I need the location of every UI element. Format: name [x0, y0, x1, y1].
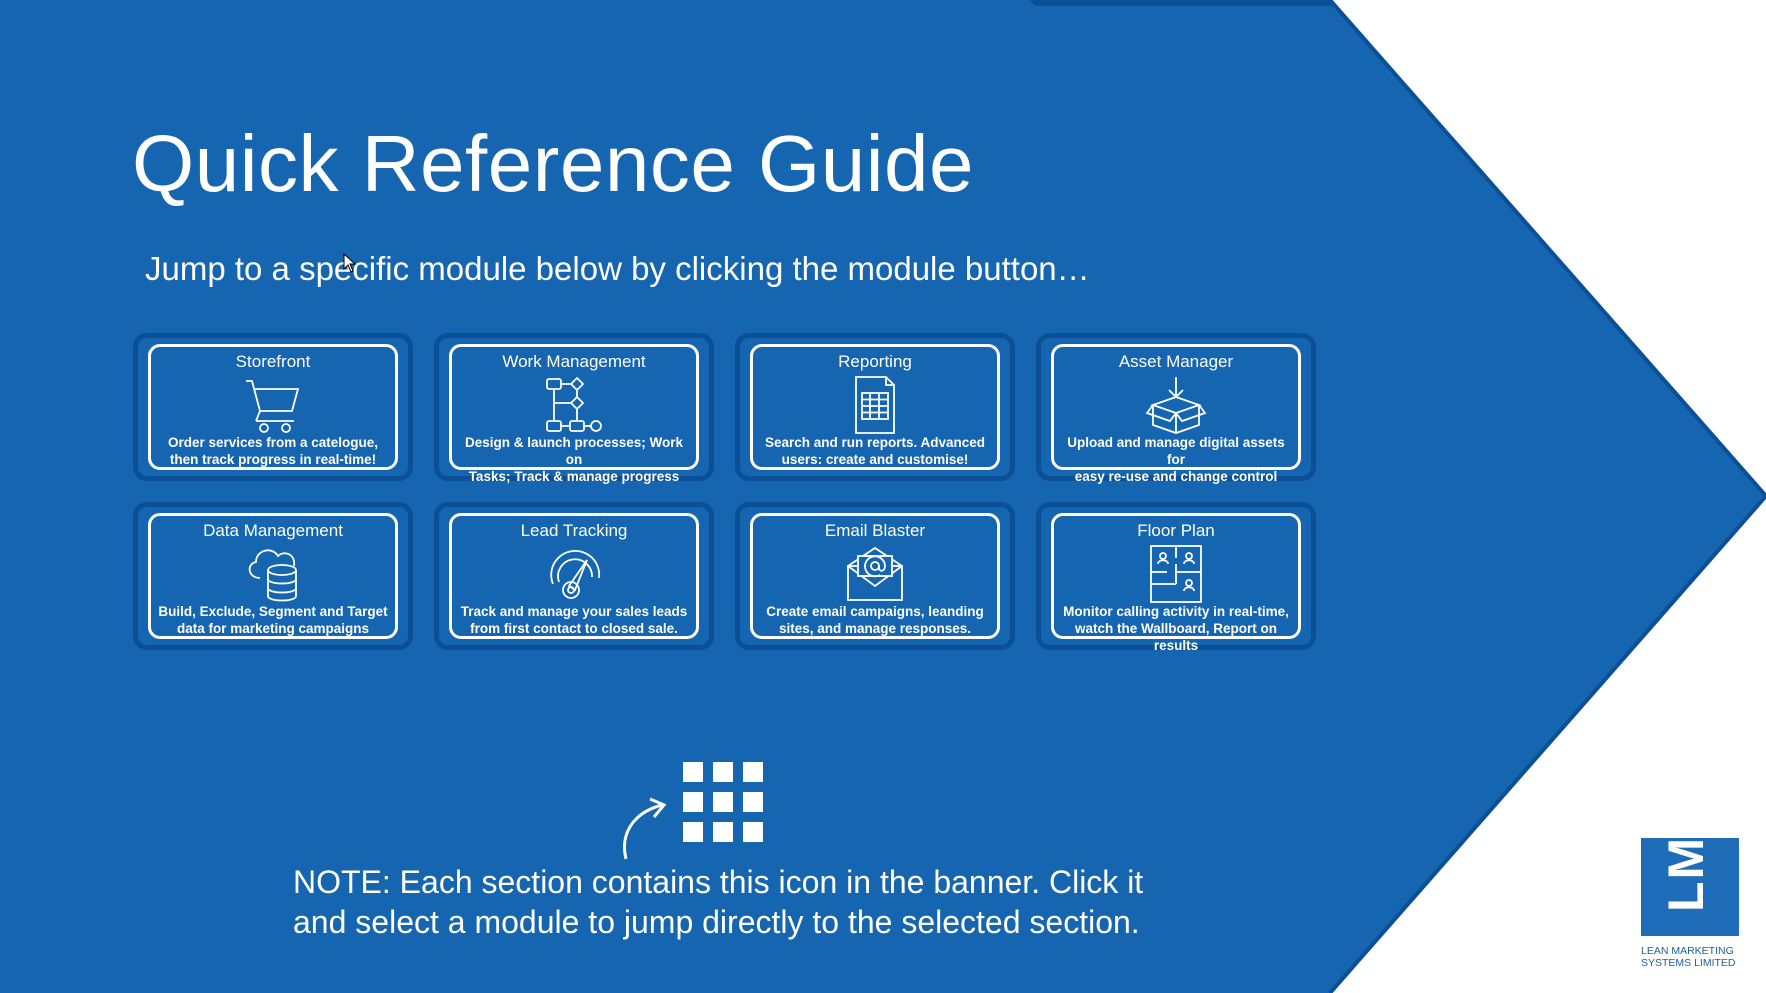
grid-menu-icon: [683, 762, 765, 844]
report-document-icon: [855, 376, 895, 434]
module-button-data-management[interactable]: Data Management Build, Exclude, Segment …: [133, 502, 413, 650]
module-description: Create email campaigns, leanding sites, …: [766, 604, 984, 636]
navigation-note: NOTE: Each section contains this icon in…: [293, 864, 1144, 940]
module-frame: Asset Manager Upload and manage digital …: [1051, 344, 1301, 484]
module-title: Lead Tracking: [520, 521, 628, 540]
module-description: Monitor calling activity in real-time, w…: [1063, 604, 1289, 653]
gauge-icon: [550, 550, 601, 599]
logo-line-2: SYSTEMS LIMITED: [1641, 957, 1736, 969]
floor-plan-icon: [1150, 545, 1202, 603]
logo-letters: LMS: [1658, 800, 1714, 912]
module-frame: Email Blaster Create email campaigns, le…: [750, 513, 1000, 639]
email-at-icon: [847, 546, 903, 601]
module-button-work-management[interactable]: Work Management Design & launch processe…: [434, 333, 714, 484]
module-frame: Data Management Build, Exclude, Segment …: [148, 513, 398, 639]
curved-arrow-icon: [623, 797, 667, 860]
box-download-icon: [1145, 377, 1207, 434]
module-title: Storefront: [235, 352, 311, 371]
module-title: Floor Plan: [1137, 521, 1215, 540]
module-frame: Storefront Order services from a catelog…: [148, 344, 398, 470]
module-title: Email Blaster: [824, 521, 926, 540]
cloud-database-icon: [248, 549, 297, 602]
module-grid: Storefront Order services from a catelog…: [133, 333, 1318, 653]
logo-box: LMS: [1641, 800, 1739, 936]
module-button-lead-tracking[interactable]: Lead Tracking Track and manage your sale…: [434, 502, 714, 650]
module-button-reporting[interactable]: Reporting Search and run reports. Advanc…: [735, 333, 1015, 481]
module-title: Asset Manager: [1118, 352, 1234, 371]
page-title: Quick Reference Guide: [132, 119, 975, 208]
module-description: Order services from a catelogue, then tr…: [167, 435, 379, 467]
module-description: Design & launch processes; Work on Tasks…: [464, 435, 684, 484]
shopping-cart-icon: [246, 380, 300, 433]
module-button-asset-manager[interactable]: Asset Manager Upload and manage digital …: [1036, 333, 1316, 484]
module-description: Search and run reports. Advanced users: …: [764, 435, 986, 467]
logo-line-1: LEAN MARKETING: [1641, 945, 1734, 957]
module-description: Build, Exclude, Segment and Target data …: [158, 604, 388, 636]
module-description: Upload and manage digital assets for eas…: [1067, 435, 1285, 484]
module-description: Track and manage your sales leads from f…: [460, 604, 688, 636]
module-title: Reporting: [838, 352, 912, 371]
mouse-cursor-icon: [343, 253, 357, 273]
module-frame: Lead Tracking Track and manage your sale…: [449, 513, 699, 639]
module-frame: Reporting Search and run reports. Advanc…: [750, 344, 1000, 470]
module-title: Work Management: [502, 352, 646, 371]
company-logo: LMS LEAN MARKETING SYSTEMS LIMITED: [1641, 800, 1739, 969]
page-subtitle: Jump to a specific module below by click…: [145, 250, 1090, 287]
module-button-floor-plan[interactable]: Floor Plan Monitor calling activity in r…: [1036, 502, 1316, 653]
workflow-icon: [546, 376, 602, 432]
module-frame: Work Management Design & launch processe…: [449, 344, 699, 484]
module-frame: Floor Plan Monitor calling activity in r…: [1051, 513, 1301, 653]
module-button-email-blaster[interactable]: Email Blaster Create email campaigns, le…: [735, 502, 1015, 650]
module-title: Data Management: [203, 521, 343, 540]
module-button-storefront[interactable]: Storefront Order services from a catelog…: [133, 333, 413, 481]
